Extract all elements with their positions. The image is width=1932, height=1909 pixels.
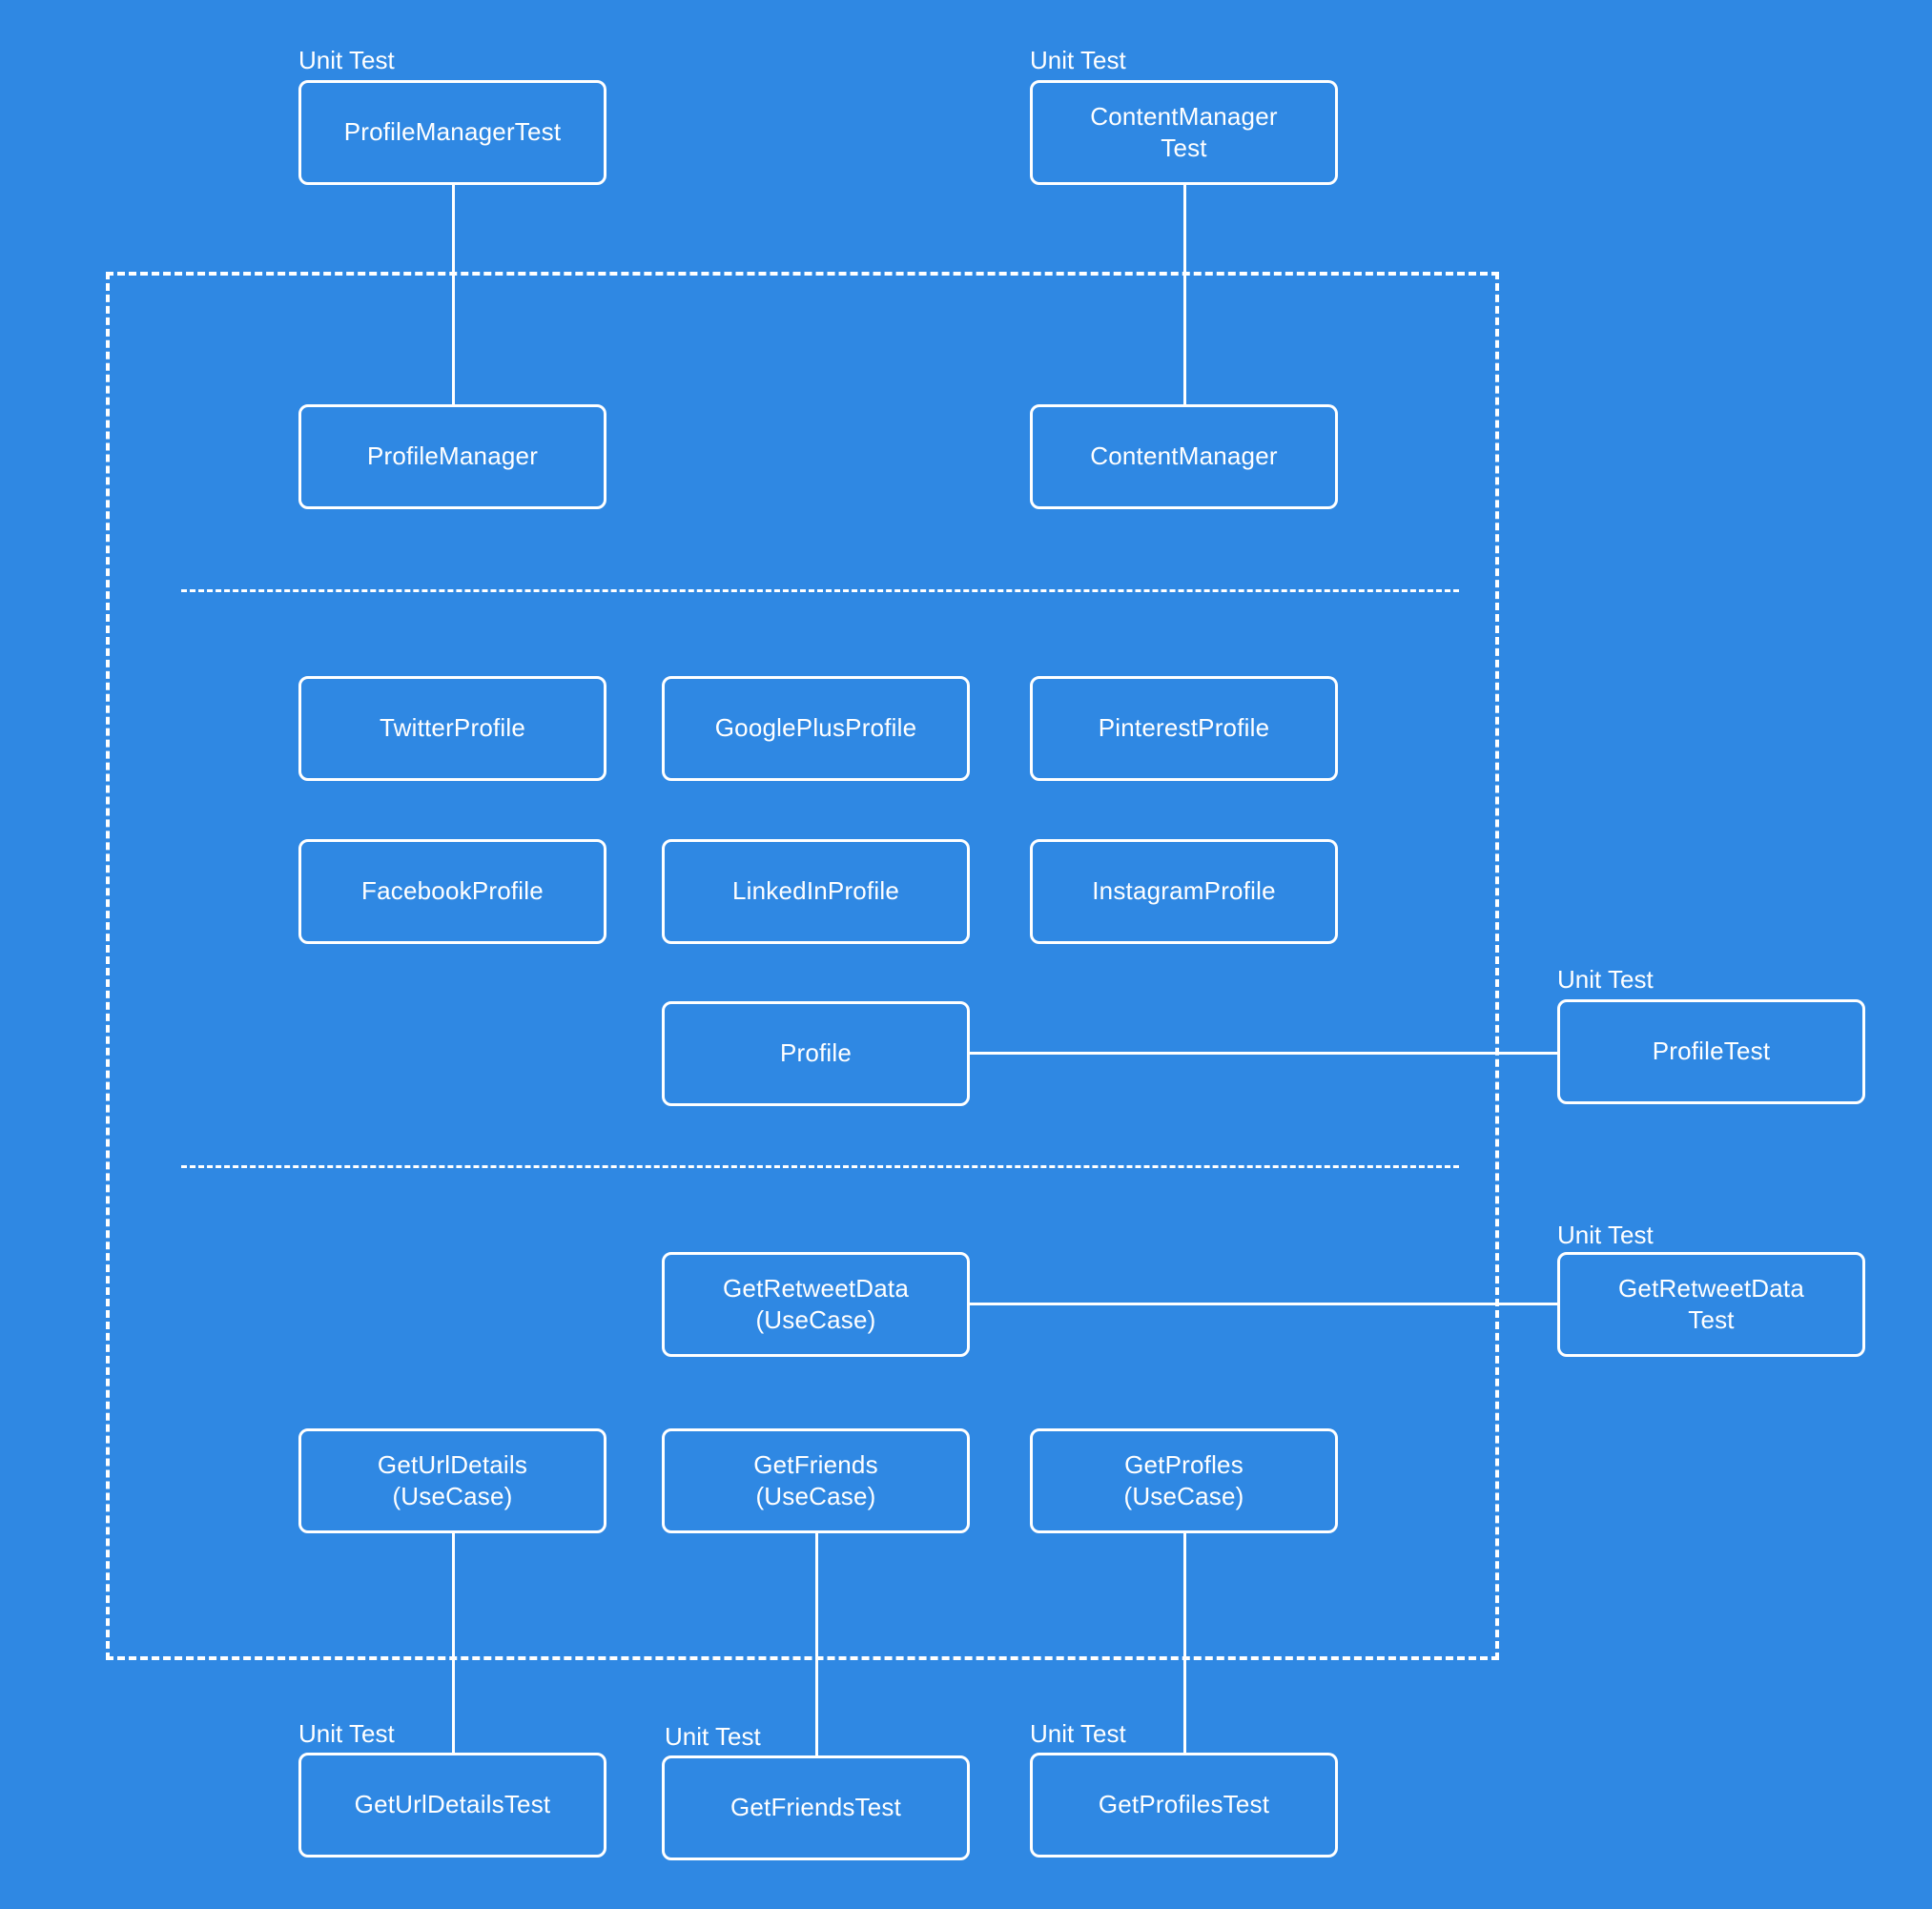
node-instagram-profile[interactable]: InstagramProfile	[1030, 839, 1338, 944]
node-get-url-details-test[interactable]: GetUrlDetailsTest	[298, 1753, 606, 1858]
conn-geturldetails-geturldetailstest	[452, 1533, 455, 1755]
node-content-manager[interactable]: ContentManager	[1030, 404, 1338, 509]
node-content-manager-test[interactable]: ContentManager Test	[1030, 80, 1338, 185]
cap-contentmanagertest: Unit Test	[1030, 46, 1126, 74]
node-linkedin-profile[interactable]: LinkedInProfile	[662, 839, 970, 944]
architecture-boundary	[106, 272, 1499, 1660]
node-profile-test[interactable]: ProfileTest	[1557, 999, 1865, 1104]
node-profile[interactable]: Profile	[662, 1001, 970, 1106]
node-profile-manager-test[interactable]: ProfileManagerTest	[298, 80, 606, 185]
conn-contentmanagertest-contentmanager	[1183, 185, 1186, 404]
node-get-friends-test[interactable]: GetFriendsTest	[662, 1755, 970, 1860]
cap-profiletest: Unit Test	[1557, 965, 1654, 994]
node-facebook-profile[interactable]: FacebookProfile	[298, 839, 606, 944]
node-get-retweet-data-test[interactable]: GetRetweetData Test	[1557, 1252, 1865, 1357]
node-get-url-details-usecase[interactable]: GetUrlDetails (UseCase)	[298, 1428, 606, 1533]
cap-profilemanagertest: Unit Test	[298, 46, 395, 74]
node-get-profiles-test[interactable]: GetProfilesTest	[1030, 1753, 1338, 1858]
cap-getfriendstest: Unit Test	[665, 1722, 761, 1751]
cap-getretweetdatatest: Unit Test	[1557, 1221, 1654, 1249]
conn-getprofles-getprofilestest	[1183, 1533, 1186, 1755]
node-get-profles-usecase[interactable]: GetProfles (UseCase)	[1030, 1428, 1338, 1533]
conn-profilemanagertest-profilemanager	[452, 185, 455, 404]
node-google-plus-profile[interactable]: GooglePlusProfile	[662, 676, 970, 781]
node-twitter-profile[interactable]: TwitterProfile	[298, 676, 606, 781]
separator-usecase-layer	[181, 1165, 1459, 1168]
conn-getfriends-getfriendstest	[815, 1533, 818, 1757]
conn-profile-profiletest	[970, 1052, 1557, 1055]
node-get-friends-usecase[interactable]: GetFriends (UseCase)	[662, 1428, 970, 1533]
cap-geturldetailstest: Unit Test	[298, 1719, 395, 1748]
conn-getretweetdata-getretweetdatatest	[970, 1303, 1557, 1305]
cap-getprofilestest: Unit Test	[1030, 1719, 1126, 1748]
node-profile-manager[interactable]: ProfileManager	[298, 404, 606, 509]
node-pinterest-profile[interactable]: PinterestProfile	[1030, 676, 1338, 781]
separator-domain-layer	[181, 589, 1459, 592]
node-get-retweet-data-usecase[interactable]: GetRetweetData (UseCase)	[662, 1252, 970, 1357]
